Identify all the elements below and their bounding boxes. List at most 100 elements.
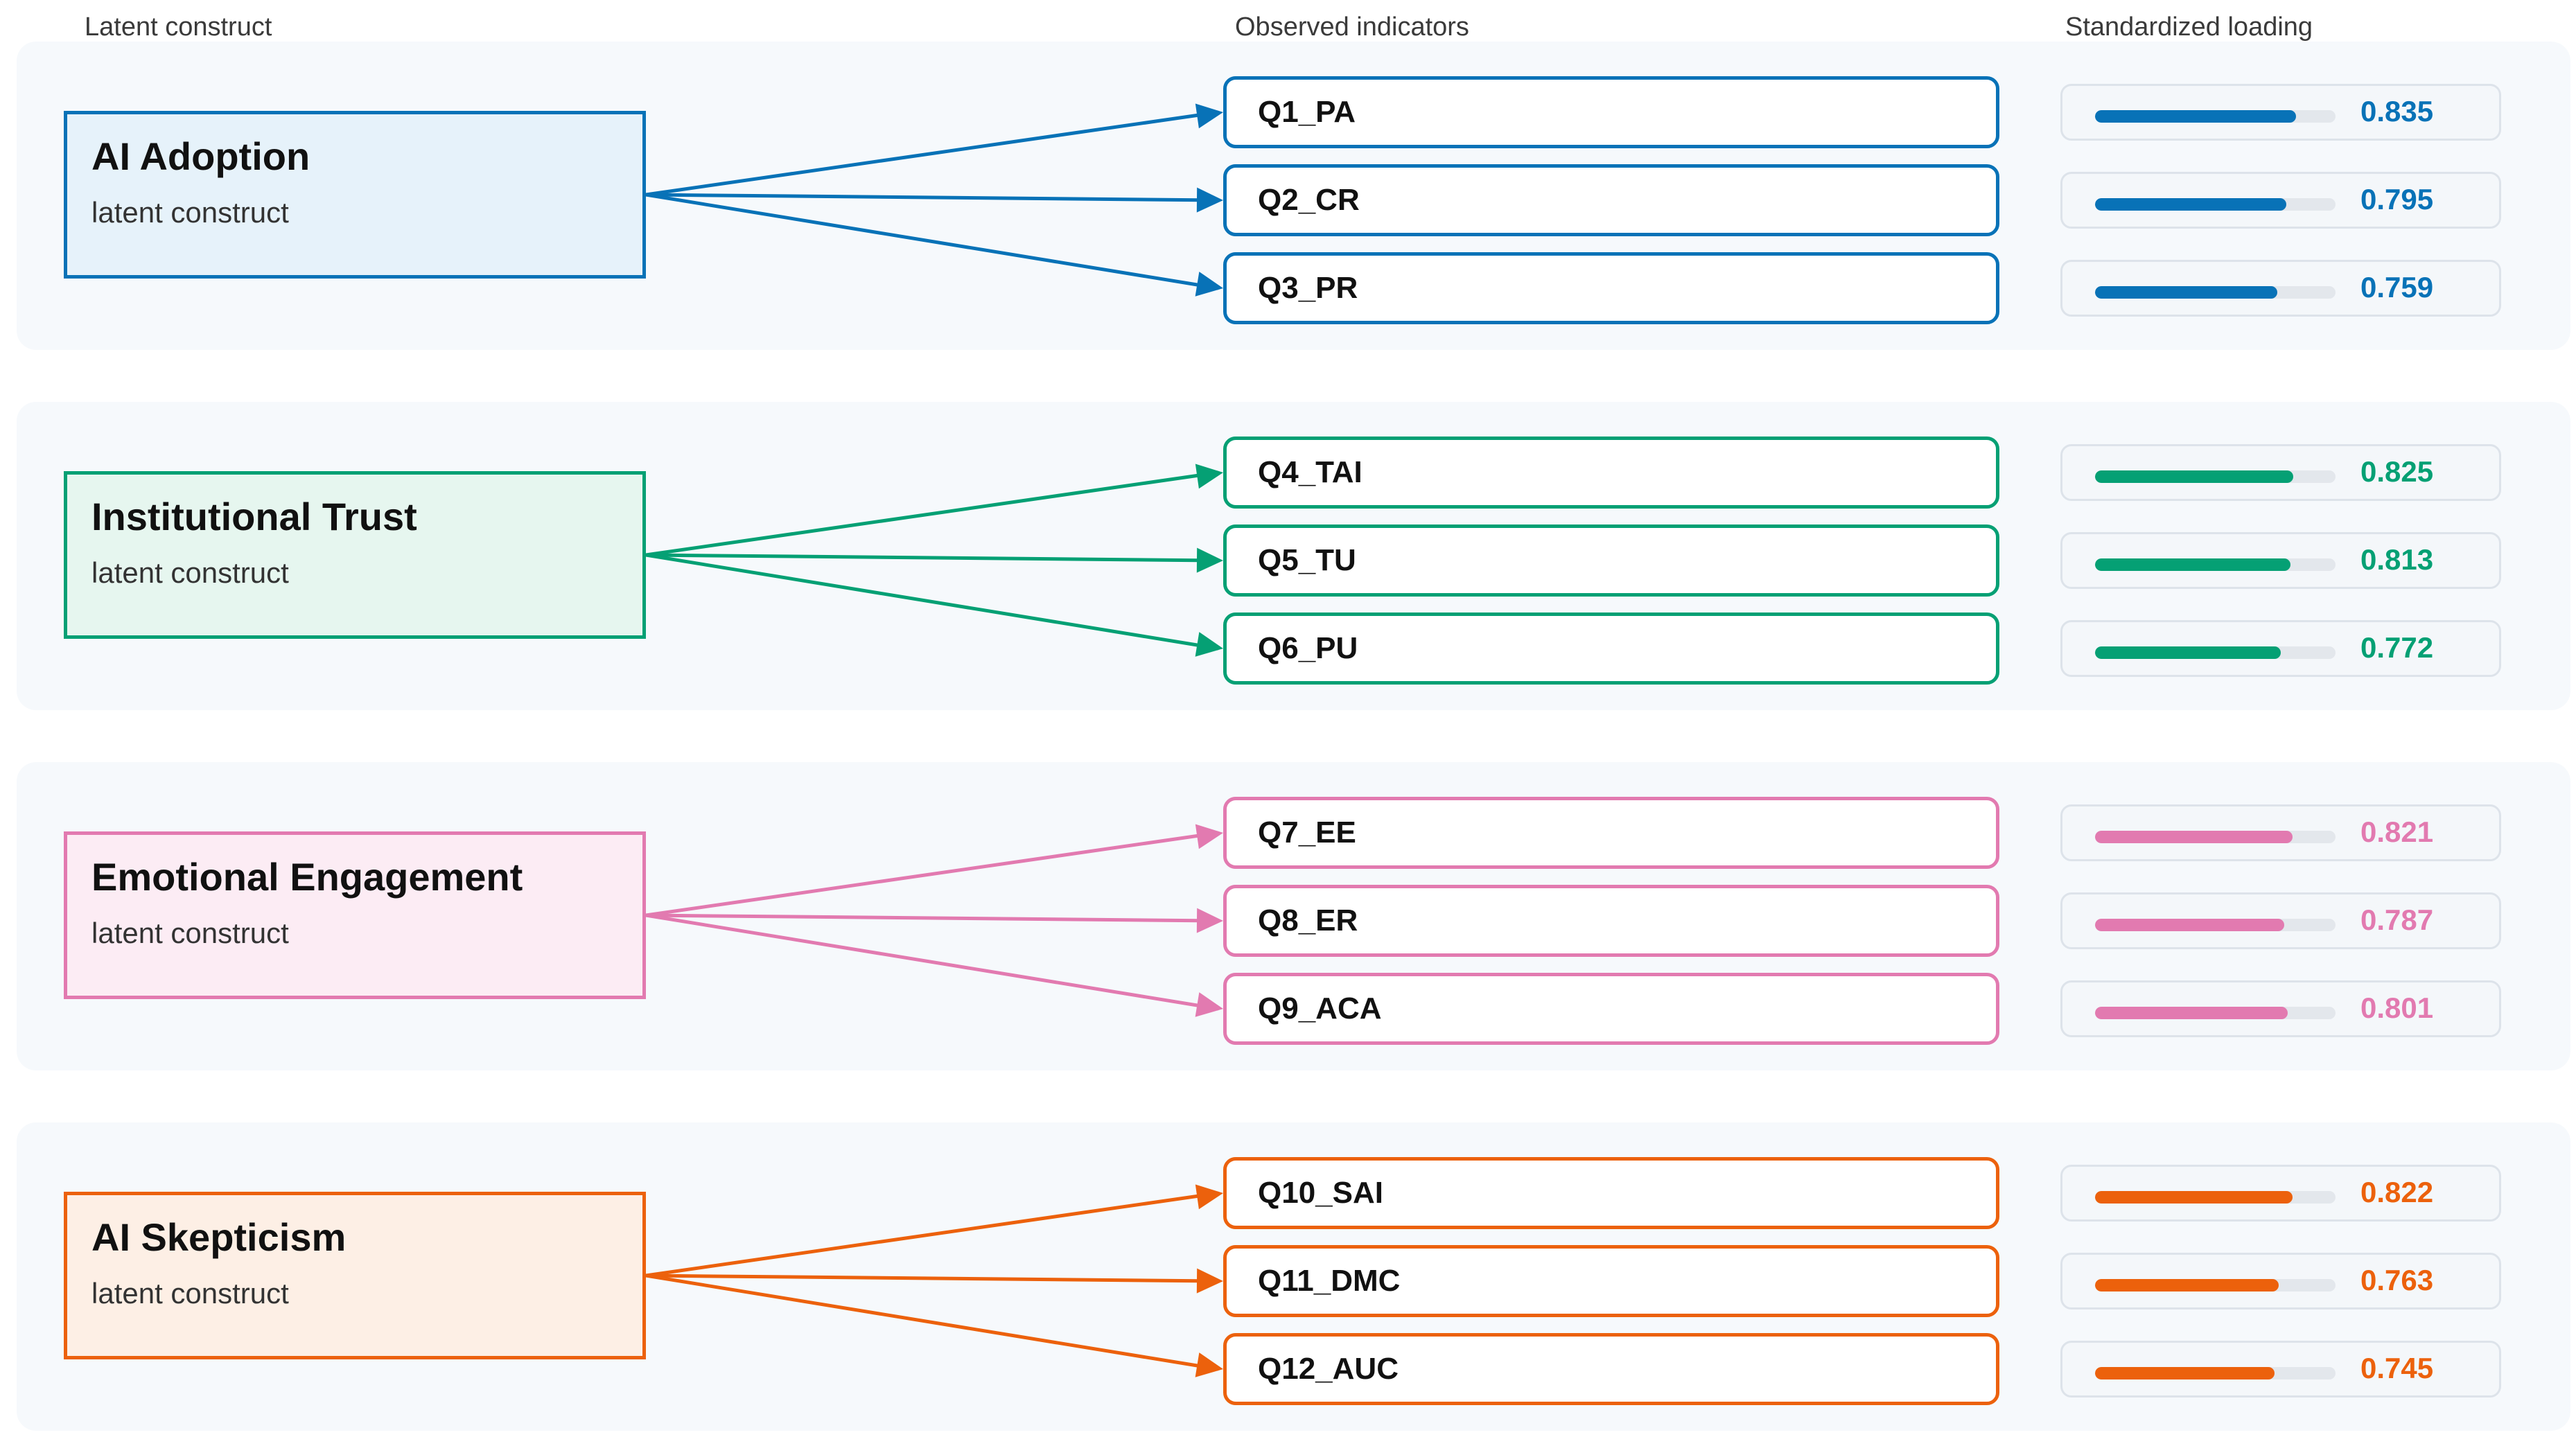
path-arrow bbox=[645, 553, 1219, 651]
loading-box: 0.825 bbox=[2060, 444, 2501, 501]
loading-value: 0.822 bbox=[2360, 1176, 2434, 1208]
path-arrow bbox=[645, 110, 1219, 197]
indicator-label: Q1_PA bbox=[1258, 95, 1356, 129]
latent-construct-name: AI Adoption bbox=[91, 134, 310, 178]
loading-bar-fill bbox=[2095, 919, 2285, 931]
arrow-head bbox=[1196, 187, 1223, 213]
loading-bar-fill bbox=[2095, 286, 2278, 299]
loading-bar-fill bbox=[2095, 646, 2281, 659]
indicator-label: Q11_DMC bbox=[1258, 1264, 1401, 1298]
arrow-head bbox=[1195, 632, 1223, 657]
indicator-box: Q7_EE bbox=[1223, 797, 1999, 869]
arrow-head bbox=[1196, 547, 1223, 573]
latent-construct-name: AI Skepticism bbox=[91, 1215, 347, 1259]
loading-box: 0.772 bbox=[2060, 620, 2501, 677]
loading-bar-fill bbox=[2095, 1007, 2288, 1019]
indicator-label: Q6_PU bbox=[1258, 631, 1358, 665]
indicator-label: Q12_AUC bbox=[1258, 1352, 1399, 1386]
indicator-box: Q1_PA bbox=[1223, 76, 1999, 148]
latent-construct-subtitle: latent construct bbox=[91, 556, 289, 589]
arrow-head bbox=[1196, 1268, 1223, 1294]
loading-box: 0.801 bbox=[2060, 980, 2501, 1037]
arrow-head bbox=[1196, 908, 1223, 933]
indicator-label: Q9_ACA bbox=[1258, 991, 1382, 1025]
path-arrow bbox=[645, 913, 1219, 1011]
loading-value: 0.835 bbox=[2360, 95, 2434, 127]
latent-construct-box: Institutional Trust latent construct bbox=[64, 471, 646, 639]
loading-box: 0.813 bbox=[2060, 532, 2501, 589]
loading-bar-fill bbox=[2095, 470, 2294, 483]
path-arrow bbox=[645, 470, 1219, 557]
loading-value: 0.813 bbox=[2360, 543, 2434, 576]
path-arrow bbox=[645, 913, 1219, 923]
loading-bar-fill bbox=[2095, 1279, 2279, 1291]
path-arrow bbox=[645, 831, 1219, 917]
indicator-box: Q3_PR bbox=[1223, 252, 1999, 324]
loading-bar-track bbox=[2095, 1367, 2336, 1379]
arrow-head bbox=[1195, 464, 1223, 489]
loading-value: 0.763 bbox=[2360, 1264, 2434, 1296]
loading-bar-track bbox=[2095, 198, 2336, 211]
latent-construct-subtitle: latent construct bbox=[91, 196, 289, 229]
loading-box: 0.795 bbox=[2060, 172, 2501, 229]
loading-box: 0.763 bbox=[2060, 1253, 2501, 1310]
indicator-label: Q2_CR bbox=[1258, 183, 1360, 217]
loading-bar-fill bbox=[2095, 110, 2296, 123]
loading-value: 0.801 bbox=[2360, 991, 2434, 1024]
latent-construct-box: AI Skepticism latent construct bbox=[64, 1192, 646, 1359]
loading-bar-track bbox=[2095, 1191, 2336, 1204]
path-arrow bbox=[645, 1273, 1219, 1283]
indicator-label: Q7_EE bbox=[1258, 816, 1356, 849]
loading-bar-fill bbox=[2095, 1191, 2293, 1204]
indicator-box: Q10_SAI bbox=[1223, 1157, 1999, 1229]
loading-bar-track bbox=[2095, 286, 2336, 299]
arrow-head bbox=[1195, 824, 1223, 849]
latent-construct-box: AI Adoption latent construct bbox=[64, 111, 646, 279]
indicator-box: Q4_TAI bbox=[1223, 437, 1999, 509]
header-standardized-loading: Standardized loading bbox=[2065, 12, 2313, 42]
loading-box: 0.787 bbox=[2060, 892, 2501, 949]
indicator-box: Q12_AUC bbox=[1223, 1333, 1999, 1405]
indicator-label: Q10_SAI bbox=[1258, 1176, 1383, 1210]
loading-bar-track bbox=[2095, 110, 2336, 123]
arrow-head bbox=[1195, 272, 1223, 297]
loading-bar-fill bbox=[2095, 198, 2286, 211]
loading-bar-fill bbox=[2095, 831, 2293, 843]
indicator-label: Q8_ER bbox=[1258, 903, 1358, 937]
loading-value: 0.759 bbox=[2360, 271, 2434, 303]
loading-bar-track bbox=[2095, 831, 2336, 843]
arrow-head bbox=[1195, 103, 1223, 129]
latent-construct-name: Emotional Engagement bbox=[91, 855, 523, 899]
loading-value: 0.825 bbox=[2360, 455, 2434, 488]
path-arrow bbox=[645, 1191, 1219, 1278]
indicator-label: Q3_PR bbox=[1258, 271, 1358, 305]
indicator-label: Q5_TU bbox=[1258, 543, 1356, 577]
loading-value: 0.795 bbox=[2360, 183, 2434, 215]
indicator-box: Q11_DMC bbox=[1223, 1245, 1999, 1317]
indicator-box: Q5_TU bbox=[1223, 524, 1999, 597]
indicator-box: Q9_ACA bbox=[1223, 973, 1999, 1045]
indicator-box: Q2_CR bbox=[1223, 164, 1999, 236]
loading-bar-track bbox=[2095, 1007, 2336, 1019]
loading-box: 0.835 bbox=[2060, 84, 2501, 141]
path-arrow bbox=[645, 193, 1219, 290]
indicator-box: Q8_ER bbox=[1223, 885, 1999, 957]
latent-construct-name: Institutional Trust bbox=[91, 495, 417, 538]
latent-construct-subtitle: latent construct bbox=[91, 1277, 289, 1310]
indicator-label: Q4_TAI bbox=[1258, 455, 1363, 489]
loading-bar-track bbox=[2095, 646, 2336, 659]
loading-box: 0.822 bbox=[2060, 1165, 2501, 1222]
latent-construct-subtitle: latent construct bbox=[91, 917, 289, 949]
loading-value: 0.821 bbox=[2360, 816, 2434, 848]
loading-value: 0.787 bbox=[2360, 903, 2434, 936]
loading-bar-track bbox=[2095, 1279, 2336, 1291]
arrow-head bbox=[1195, 1184, 1223, 1210]
loading-bar-track bbox=[2095, 470, 2336, 483]
loading-value: 0.772 bbox=[2360, 631, 2434, 664]
loading-bar-track bbox=[2095, 919, 2336, 931]
latent-construct-box: Emotional Engagement latent construct bbox=[64, 831, 646, 999]
arrow-head bbox=[1195, 1352, 1223, 1377]
loading-box: 0.745 bbox=[2060, 1341, 2501, 1398]
path-arrow bbox=[645, 553, 1219, 563]
